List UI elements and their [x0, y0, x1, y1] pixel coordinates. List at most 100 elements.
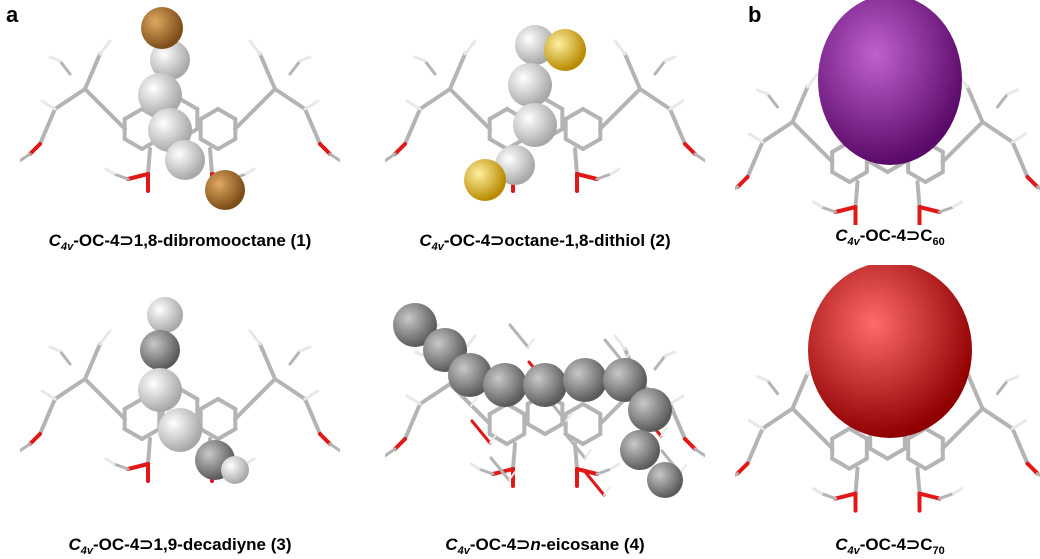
- bond: [853, 466, 860, 496]
- bond: [198, 427, 220, 441]
- bond: [112, 462, 130, 471]
- bond: [288, 59, 302, 76]
- bond: [58, 349, 72, 366]
- bond: [820, 205, 837, 214]
- bond: [868, 160, 890, 174]
- bond: [1025, 461, 1040, 476]
- bond: [565, 434, 587, 460]
- molecule-4-eicosane-complex: [385, 303, 705, 498]
- bond: [603, 486, 611, 496]
- bond: [906, 456, 928, 471]
- bond: [146, 437, 152, 466]
- bond: [735, 175, 750, 189]
- bond: [575, 172, 599, 181]
- bond: [233, 87, 277, 131]
- bond: [385, 152, 397, 163]
- molecule-2-octanedithiol-complex: [385, 25, 705, 201]
- caption-3: C4v-OC-4⊃1,9-decadiyne (3): [68, 535, 292, 557]
- bond: [940, 406, 985, 451]
- bond: [20, 152, 32, 163]
- bond: [244, 167, 256, 176]
- bond: [98, 39, 112, 56]
- bond: [418, 87, 452, 111]
- bond: [405, 99, 422, 111]
- bond: [563, 402, 585, 416]
- molecule-1-dibromooctane-complex: [20, 7, 340, 210]
- bond: [487, 107, 509, 121]
- bond: [38, 397, 57, 436]
- guest-spheres: [393, 303, 683, 498]
- bond: [104, 457, 116, 466]
- bond: [448, 87, 492, 131]
- bond: [584, 449, 592, 459]
- bond: [527, 338, 535, 348]
- bond: [403, 402, 422, 441]
- bond: [683, 142, 697, 156]
- bond: [952, 200, 963, 209]
- bond: [603, 338, 625, 364]
- bond: [760, 406, 795, 431]
- caption-c60: C4v-OC-4⊃C60: [835, 226, 945, 248]
- bond: [393, 437, 407, 451]
- bond: [122, 107, 144, 121]
- bond: [508, 471, 516, 481]
- bond: [790, 406, 835, 451]
- bond: [653, 354, 667, 371]
- bond: [638, 87, 672, 111]
- bond: [1011, 132, 1027, 144]
- panel-label-a: a: [6, 2, 19, 27]
- bond: [923, 170, 945, 184]
- bond: [216, 137, 238, 151]
- bond: [938, 205, 955, 214]
- bond: [58, 59, 72, 76]
- bond: [683, 437, 697, 451]
- bond: [1006, 88, 1019, 96]
- bond: [40, 389, 57, 401]
- bond: [885, 446, 907, 461]
- bond: [48, 55, 62, 63]
- bond: [112, 172, 130, 181]
- bond: [448, 52, 467, 91]
- bond: [965, 371, 985, 411]
- bond: [53, 87, 87, 111]
- bond: [766, 379, 779, 396]
- bond: [487, 432, 509, 446]
- bond: [126, 462, 150, 471]
- bond: [693, 447, 705, 458]
- bond: [273, 87, 307, 111]
- bond: [98, 329, 112, 346]
- bond: [790, 120, 835, 164]
- bond: [812, 200, 823, 209]
- bond: [489, 456, 511, 482]
- bond: [258, 52, 277, 91]
- bond: [906, 170, 928, 184]
- bond: [830, 456, 852, 471]
- bond: [833, 205, 858, 214]
- bond: [1006, 375, 1019, 383]
- bond: [847, 426, 869, 441]
- bond: [575, 467, 599, 476]
- c70-sphere: [808, 265, 972, 438]
- bond: [790, 371, 810, 411]
- bond: [980, 406, 1015, 431]
- bond: [756, 88, 769, 96]
- bond: [233, 377, 277, 421]
- bond: [663, 350, 677, 358]
- bond: [595, 467, 613, 476]
- bond: [760, 120, 795, 144]
- bond: [104, 167, 116, 176]
- bond: [178, 97, 200, 111]
- c60-sphere: [818, 0, 962, 165]
- bond: [83, 87, 127, 131]
- caption-2: C4v-OC-4⊃octane-1,8-dithiol (2): [419, 231, 671, 253]
- bond: [298, 345, 312, 353]
- bond: [418, 382, 452, 406]
- bond: [923, 456, 945, 471]
- bond: [581, 107, 603, 121]
- bond: [38, 107, 57, 146]
- bond: [581, 137, 603, 151]
- bond: [565, 412, 573, 422]
- caption-4: C4v-OC-4⊃n-eicosane (4): [445, 535, 645, 557]
- bond: [563, 107, 585, 121]
- bond: [735, 461, 750, 476]
